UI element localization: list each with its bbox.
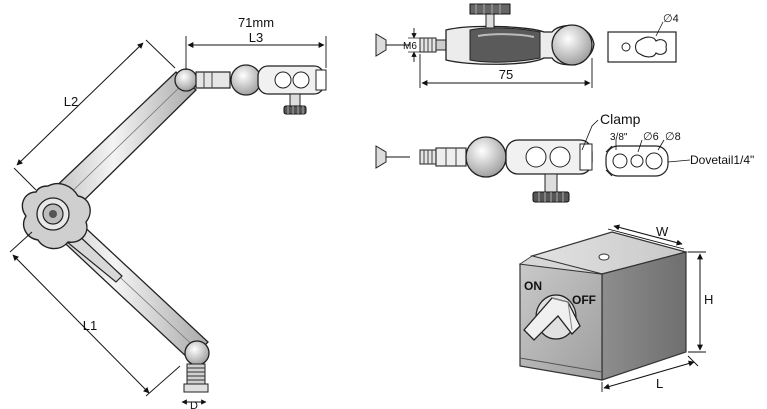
h-label: H <box>704 292 713 307</box>
holder-clamp-view: Clamp 3/8" ∅6 ∅8 Dovetail1/4" <box>375 111 754 203</box>
slot-8-label: ∅8 <box>665 131 681 143</box>
holder-top-view: M6 75 ∅4 <box>375 3 679 88</box>
m6-label: M6 <box>403 41 417 52</box>
center-locking-knob <box>21 182 91 250</box>
slot-3-8-label: 3/8" <box>610 132 628 143</box>
l2-dimension: L2 <box>13 39 176 191</box>
l-label: L <box>656 376 663 391</box>
length-75-label: 75 <box>499 67 513 82</box>
bottom-ball-joint <box>184 340 210 366</box>
d-dimension: D <box>181 399 207 409</box>
off-label: OFF <box>572 293 596 307</box>
l3-label: L3 <box>249 30 263 45</box>
d-label: D <box>190 400 198 409</box>
l1-label: L1 <box>83 318 97 333</box>
magnetic-base: ON OFF W H L <box>518 224 713 392</box>
l3-value-label: 71mm <box>238 15 274 30</box>
dovetail-label: Dovetail1/4" <box>690 153 754 167</box>
on-label: ON <box>524 279 542 293</box>
w-label: W <box>656 224 669 239</box>
clamp-label: Clamp <box>600 111 641 127</box>
l1-dimension: L1 <box>9 231 181 397</box>
slot-6-label: ∅6 <box>643 131 659 143</box>
arm-holder-clamp <box>195 64 327 115</box>
top-ball-joint <box>174 68 198 92</box>
arm-assembly: 71mm L3 L2 L1 D <box>9 15 327 409</box>
diameter-4-label: ∅4 <box>663 13 679 25</box>
l3-dimension: 71mm L3 <box>185 15 327 70</box>
threaded-stud <box>183 363 209 393</box>
l2-label: L2 <box>64 94 78 109</box>
